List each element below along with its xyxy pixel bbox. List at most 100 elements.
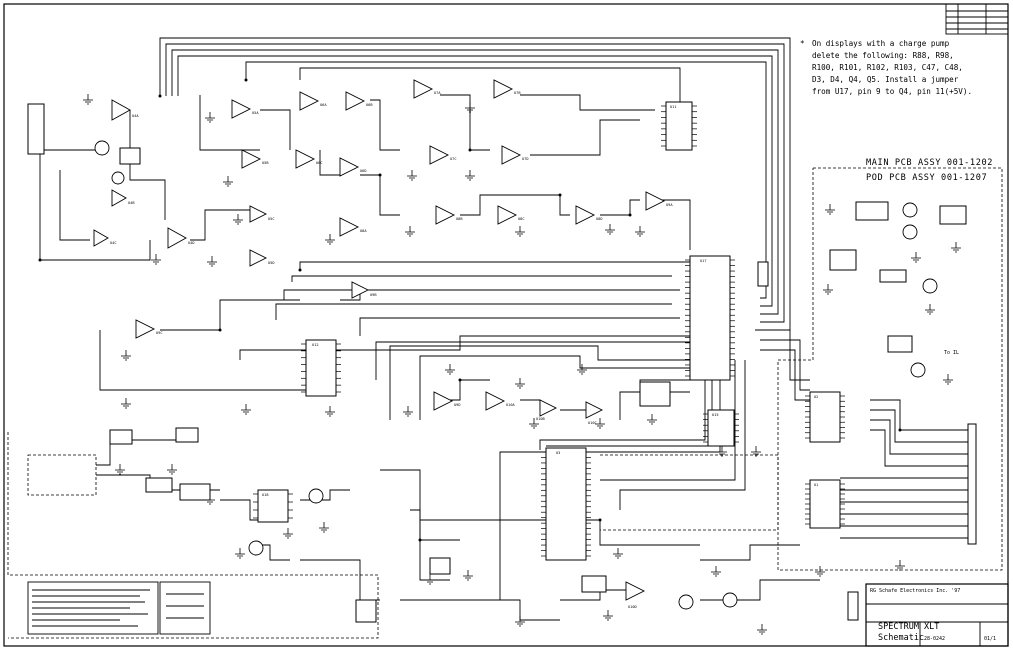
ground-symbol	[223, 176, 233, 187]
revision-block	[945, 3, 1009, 35]
sheet-border	[3, 3, 1009, 647]
engineering-note: * On displays with a charge pump delete …	[800, 39, 972, 96]
opamp-u6d: U6D	[339, 157, 367, 177]
ground-symbol	[717, 446, 727, 457]
ground-symbol	[235, 548, 245, 559]
ground-symbol	[635, 226, 645, 237]
opamp-u4a: U4A	[111, 99, 139, 121]
svg-text:U1: U1	[814, 483, 818, 487]
ground-symbol	[605, 224, 615, 235]
pod-pcb-label: POD PCB ASSY 001-1207	[866, 173, 987, 183]
ground-symbol	[167, 464, 177, 475]
ground-symbol	[121, 350, 131, 361]
svg-text:U9D: U9D	[454, 403, 461, 407]
ground-symbol	[577, 364, 587, 375]
ground-symbol	[325, 406, 335, 417]
opamp-u6b: U6B	[345, 91, 373, 111]
pod-boundary	[777, 167, 1003, 571]
ground-symbol	[823, 284, 833, 295]
ground-symbol	[207, 256, 217, 267]
opamp-u4d: U4D	[167, 227, 195, 249]
ground-symbol	[115, 464, 125, 475]
opamp-u9b: U9B	[351, 281, 377, 299]
ground-symbol	[529, 418, 539, 429]
opamp-u10d: U10D	[625, 581, 646, 609]
ground-symbol	[895, 560, 905, 571]
ground-symbol	[403, 406, 413, 417]
svg-text:U6C: U6C	[316, 161, 323, 165]
ic-u11: U11	[665, 101, 693, 151]
opamp-u8c: U8C	[497, 205, 525, 225]
svg-text:U8B: U8B	[456, 217, 463, 221]
svg-text:U4C: U4C	[110, 241, 117, 245]
notes-table	[27, 581, 211, 635]
svg-text:U7A: U7A	[434, 91, 441, 95]
svg-text:U9A: U9A	[666, 203, 673, 207]
connectors	[27, 103, 977, 621]
opamp-u5d: U5D	[249, 249, 275, 267]
ground-symbol	[319, 522, 329, 533]
regulators	[109, 147, 967, 623]
main-pcb-label: MAIN PCB ASSY 001-1202	[866, 158, 993, 168]
opamp-u7b: U7B	[493, 79, 521, 99]
sheet-number: 01/1	[984, 636, 996, 642]
ground-symbol	[751, 446, 761, 457]
ic-u3: U3	[545, 447, 587, 561]
svg-text:U10D: U10D	[628, 605, 637, 609]
note-marker: *	[800, 39, 805, 48]
u3-boundary	[600, 454, 779, 531]
power-input-box	[27, 454, 97, 496]
ground-symbol	[951, 242, 961, 253]
opamp-u7d: U7D	[501, 145, 529, 165]
to-il-label: To IL	[944, 350, 959, 356]
opamp-u9c: U9C	[135, 319, 163, 339]
svg-text:U17: U17	[700, 259, 707, 263]
opamp-u5c: U5C	[249, 205, 275, 223]
ground-symbol	[603, 610, 613, 621]
opamp-u9a: U9A	[645, 191, 673, 211]
ground-symbol	[911, 252, 921, 263]
ground-symbol	[465, 170, 475, 181]
ground-symbol	[425, 574, 435, 585]
document-number: 28-0242	[924, 636, 945, 642]
svg-text:U8A: U8A	[360, 229, 367, 233]
svg-text:U9B: U9B	[370, 293, 377, 297]
company-name: RG Schafe Electronics Inc. '97	[870, 588, 960, 594]
svg-text:U10B: U10B	[536, 417, 545, 421]
ground-symbol	[405, 226, 415, 237]
note-line-2: delete the following: R88, R98,	[812, 51, 954, 60]
lower-left-boundary	[7, 432, 379, 639]
svg-text:U18: U18	[262, 493, 269, 497]
ground-symbol	[121, 398, 131, 409]
opamp-u4b: U4B	[111, 189, 135, 207]
svg-text:U6D: U6D	[360, 169, 367, 173]
ground-symbol	[205, 494, 215, 505]
ic-u17: U17	[689, 255, 731, 381]
ground-symbol	[445, 364, 455, 375]
ground-symbol	[925, 304, 935, 315]
opamp-u7c: U7C	[429, 145, 457, 165]
opamp-u6a: U6A	[299, 91, 327, 111]
ground-symbol	[943, 374, 953, 385]
drawing-title: SPECTRUM XLT	[878, 622, 939, 632]
ground-symbol	[515, 616, 525, 627]
ic-pins	[253, 105, 845, 557]
svg-text:U9C: U9C	[156, 331, 163, 335]
opamp-u8a: U8A	[339, 217, 367, 237]
opamp-u8d: U8D	[575, 205, 603, 225]
ic-u1: U1	[809, 479, 841, 529]
svg-text:U8D: U8D	[596, 217, 603, 221]
ground-symbol	[515, 378, 525, 389]
svg-text:U5B: U5B	[262, 161, 269, 165]
opamp-u8b: U8B	[435, 205, 463, 225]
transistors	[94, 140, 938, 610]
svg-text:U10C: U10C	[588, 421, 597, 425]
ground-symbol	[407, 170, 417, 181]
ic-u15: U15	[707, 409, 735, 447]
ground-symbol	[325, 234, 335, 245]
note-line-3: R100, R101, R102, R103, C47, C48,	[812, 63, 963, 72]
svg-text:U7C: U7C	[450, 157, 457, 161]
svg-text:U3: U3	[556, 451, 560, 455]
ground-symbol	[647, 414, 657, 425]
